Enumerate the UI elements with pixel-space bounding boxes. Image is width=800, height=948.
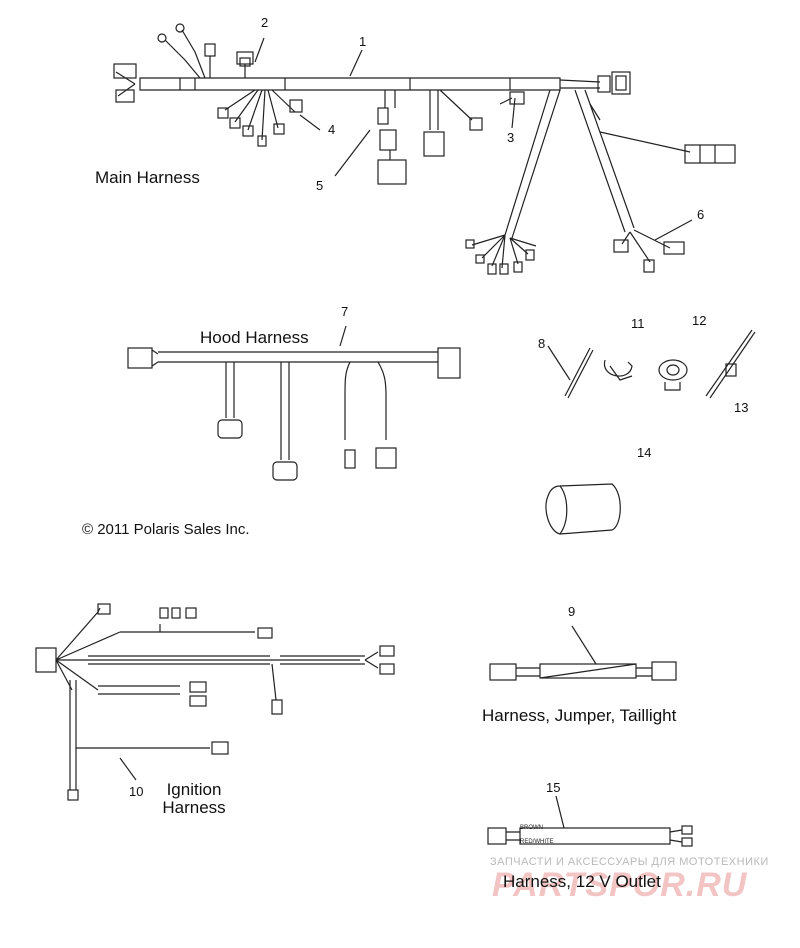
callout-15: 15 [546, 780, 561, 795]
jumper-taillight-drawing [489, 625, 677, 681]
small-parts-drawing [545, 329, 756, 535]
callout-14: 14 [637, 445, 652, 460]
ignition-label-line2: Harness [162, 798, 226, 817]
callout-8: 8 [538, 336, 546, 351]
main-harness-label: Main Harness [95, 168, 200, 187]
wire-tag-top: BROWN [520, 825, 543, 831]
callout-6: 6 [697, 207, 705, 222]
callout-4: 4 [328, 122, 336, 137]
callout-2: 2 [261, 15, 269, 30]
hood-harness-label: Hood Harness [200, 328, 309, 347]
outlet-12v-drawing [487, 795, 693, 847]
callout-12: 12 [692, 313, 707, 328]
callout-13: 13 [734, 400, 749, 415]
outlet-12v-label: Harness, 12 V Outlet [503, 872, 661, 891]
jumper-taillight-label: Harness, Jumper, Taillight [482, 706, 677, 725]
callout-3: 3 [507, 130, 515, 145]
callout-11: 11 [631, 316, 645, 331]
callout-10: 10 [129, 784, 144, 799]
hood-harness-drawing [127, 325, 461, 481]
callout-9: 9 [568, 604, 576, 619]
callout-1: 1 [359, 34, 367, 49]
watermark-logo: PARTSPOR.RU [492, 866, 748, 904]
watermark-tagline: ЗАПЧАСТИ И АКСЕССУАРЫ ДЛЯ МОТОТЕХНИКИ [490, 856, 769, 868]
callout-5: 5 [316, 178, 324, 193]
main-harness-drawing [113, 23, 736, 275]
ignition-label-line1: Ignition [166, 780, 222, 799]
copyright-text: © 2011 Polaris Sales Inc. [82, 521, 250, 538]
callout-7: 7 [341, 304, 349, 319]
wire-tag-bottom: RED/WHITE [520, 839, 554, 845]
ignition-harness-drawing [35, 603, 395, 801]
